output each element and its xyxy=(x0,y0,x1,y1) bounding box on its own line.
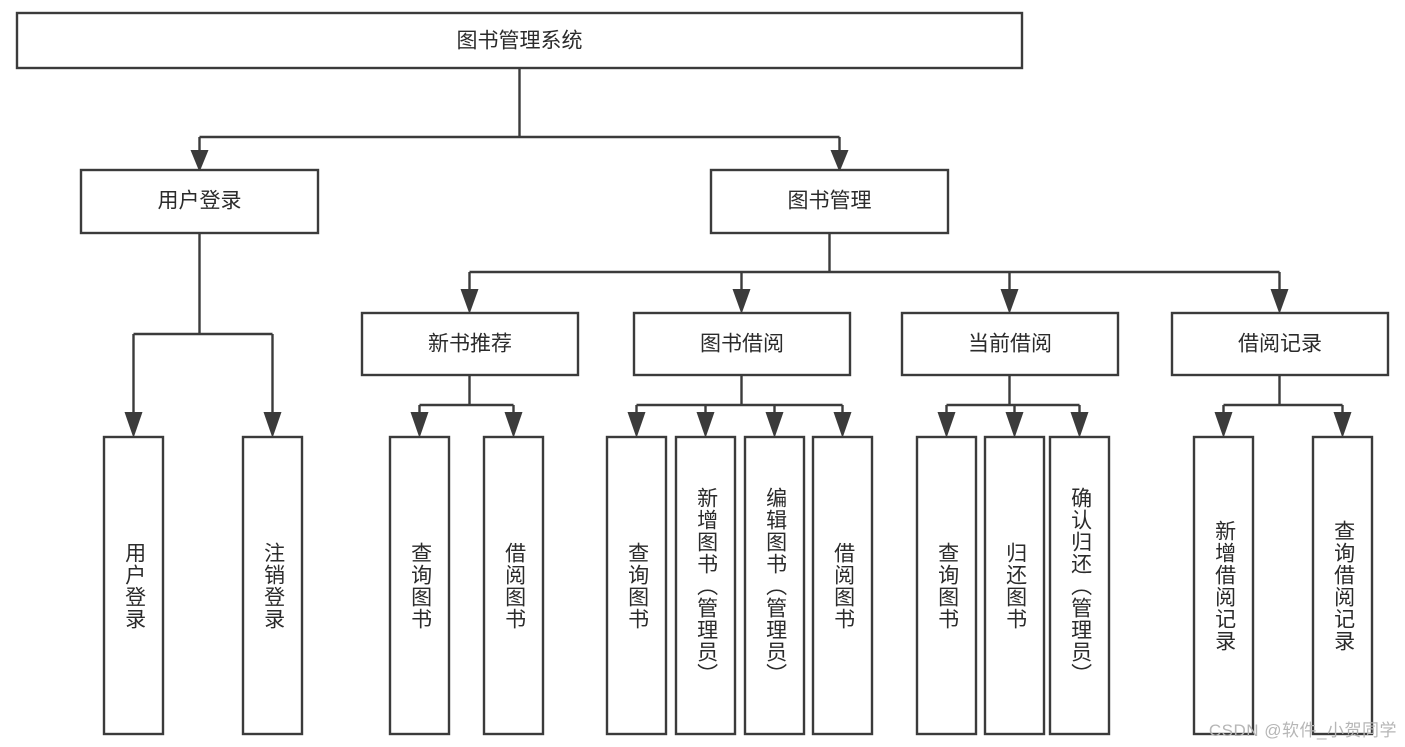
arrowhead-leaf-edit-book xyxy=(765,412,784,438)
arrowhead-leaf-borrow-book-1 xyxy=(504,412,523,438)
node-leaf-confirm-return-box[interactable] xyxy=(1048,435,1111,736)
arrowhead-to-borrow-record xyxy=(1270,289,1289,314)
node-borrow-record-box[interactable] xyxy=(1170,311,1390,377)
connector-layer xyxy=(124,68,1352,438)
arrowhead-to-book-manage xyxy=(830,150,849,172)
arrowhead-leaf-query-record xyxy=(1333,412,1352,438)
arrowhead-leaf-return-book xyxy=(1005,412,1024,438)
node-leaf-borrow-book-2-box[interactable] xyxy=(811,435,874,736)
node-leaf-logout-box[interactable] xyxy=(241,435,304,736)
edge-borrow-record-bus xyxy=(1222,375,1344,414)
arrowhead-leaf-user-login xyxy=(124,412,143,438)
node-leaf-query-book-3-box[interactable] xyxy=(915,435,978,736)
node-root-label: 图书管理系统 xyxy=(457,30,583,53)
node-borrow-record-label: 借阅记录 xyxy=(1238,333,1322,356)
edge-book-manage-bus xyxy=(468,233,1281,291)
node-leaf-add-record-box[interactable] xyxy=(1192,435,1255,736)
node-leaf-query-book-1-box[interactable] xyxy=(388,435,451,736)
arrowhead-leaf-query-book-3 xyxy=(937,412,956,438)
edge-book-borrow-bus xyxy=(635,375,844,414)
node-book-borrow-box[interactable] xyxy=(632,311,852,377)
edge-user-login-bus xyxy=(132,233,274,415)
node-book-manage-label: 图书管理 xyxy=(788,190,872,213)
edge-current-borrow-bus xyxy=(945,375,1081,414)
node-leaf-user-login-box[interactable] xyxy=(102,435,165,736)
arrowhead-leaf-add-record xyxy=(1214,412,1233,438)
edge-new-book-bus xyxy=(418,375,515,414)
arrowhead-to-user-login xyxy=(190,150,209,172)
node-current-borrow-box[interactable] xyxy=(900,311,1120,377)
node-current-borrow-label: 当前借阅 xyxy=(968,333,1052,356)
arrowhead-leaf-borrow-book-2 xyxy=(833,412,852,438)
arrowhead-leaf-confirm-return xyxy=(1070,412,1089,438)
arrowhead-leaf-add-book xyxy=(696,412,715,438)
csdn-watermark: CSDN @软件_小贺同学 xyxy=(1208,721,1397,740)
node-user-login-label: 用户登录 xyxy=(158,190,242,213)
arrowhead-to-current-borrow xyxy=(1000,289,1019,314)
node-leaf-query-book-2-box[interactable] xyxy=(605,435,668,736)
node-new-book-box[interactable] xyxy=(360,311,580,377)
edge-root-bus xyxy=(198,68,841,152)
node-leaf-return-book-box[interactable] xyxy=(983,435,1046,736)
node-leaf-query-record-box[interactable] xyxy=(1311,435,1374,736)
arrowhead-to-book-borrow xyxy=(732,289,751,314)
node-leaf-edit-book-box[interactable] xyxy=(743,435,806,736)
arrowhead-leaf-query-book-2 xyxy=(627,412,646,438)
node-book-borrow-label: 图书借阅 xyxy=(700,333,784,356)
node-new-book-label: 新书推荐 xyxy=(428,333,512,356)
node-root-box[interactable] xyxy=(15,11,1024,70)
node-leaf-borrow-book-1-box[interactable] xyxy=(482,435,545,736)
node-leaf-add-book-box[interactable] xyxy=(674,435,737,736)
node-user-login-box[interactable] xyxy=(79,168,320,235)
arrowhead-leaf-logout xyxy=(263,412,282,438)
node-book-manage-box[interactable] xyxy=(709,168,950,235)
arrowhead-leaf-query-book-1 xyxy=(410,412,429,438)
node-layer: 图书管理系统 用户登录 图书管理 新书推荐 图书借阅 当前借阅 借阅记录 xyxy=(15,11,1390,736)
arrowhead-to-new-book xyxy=(460,289,479,314)
